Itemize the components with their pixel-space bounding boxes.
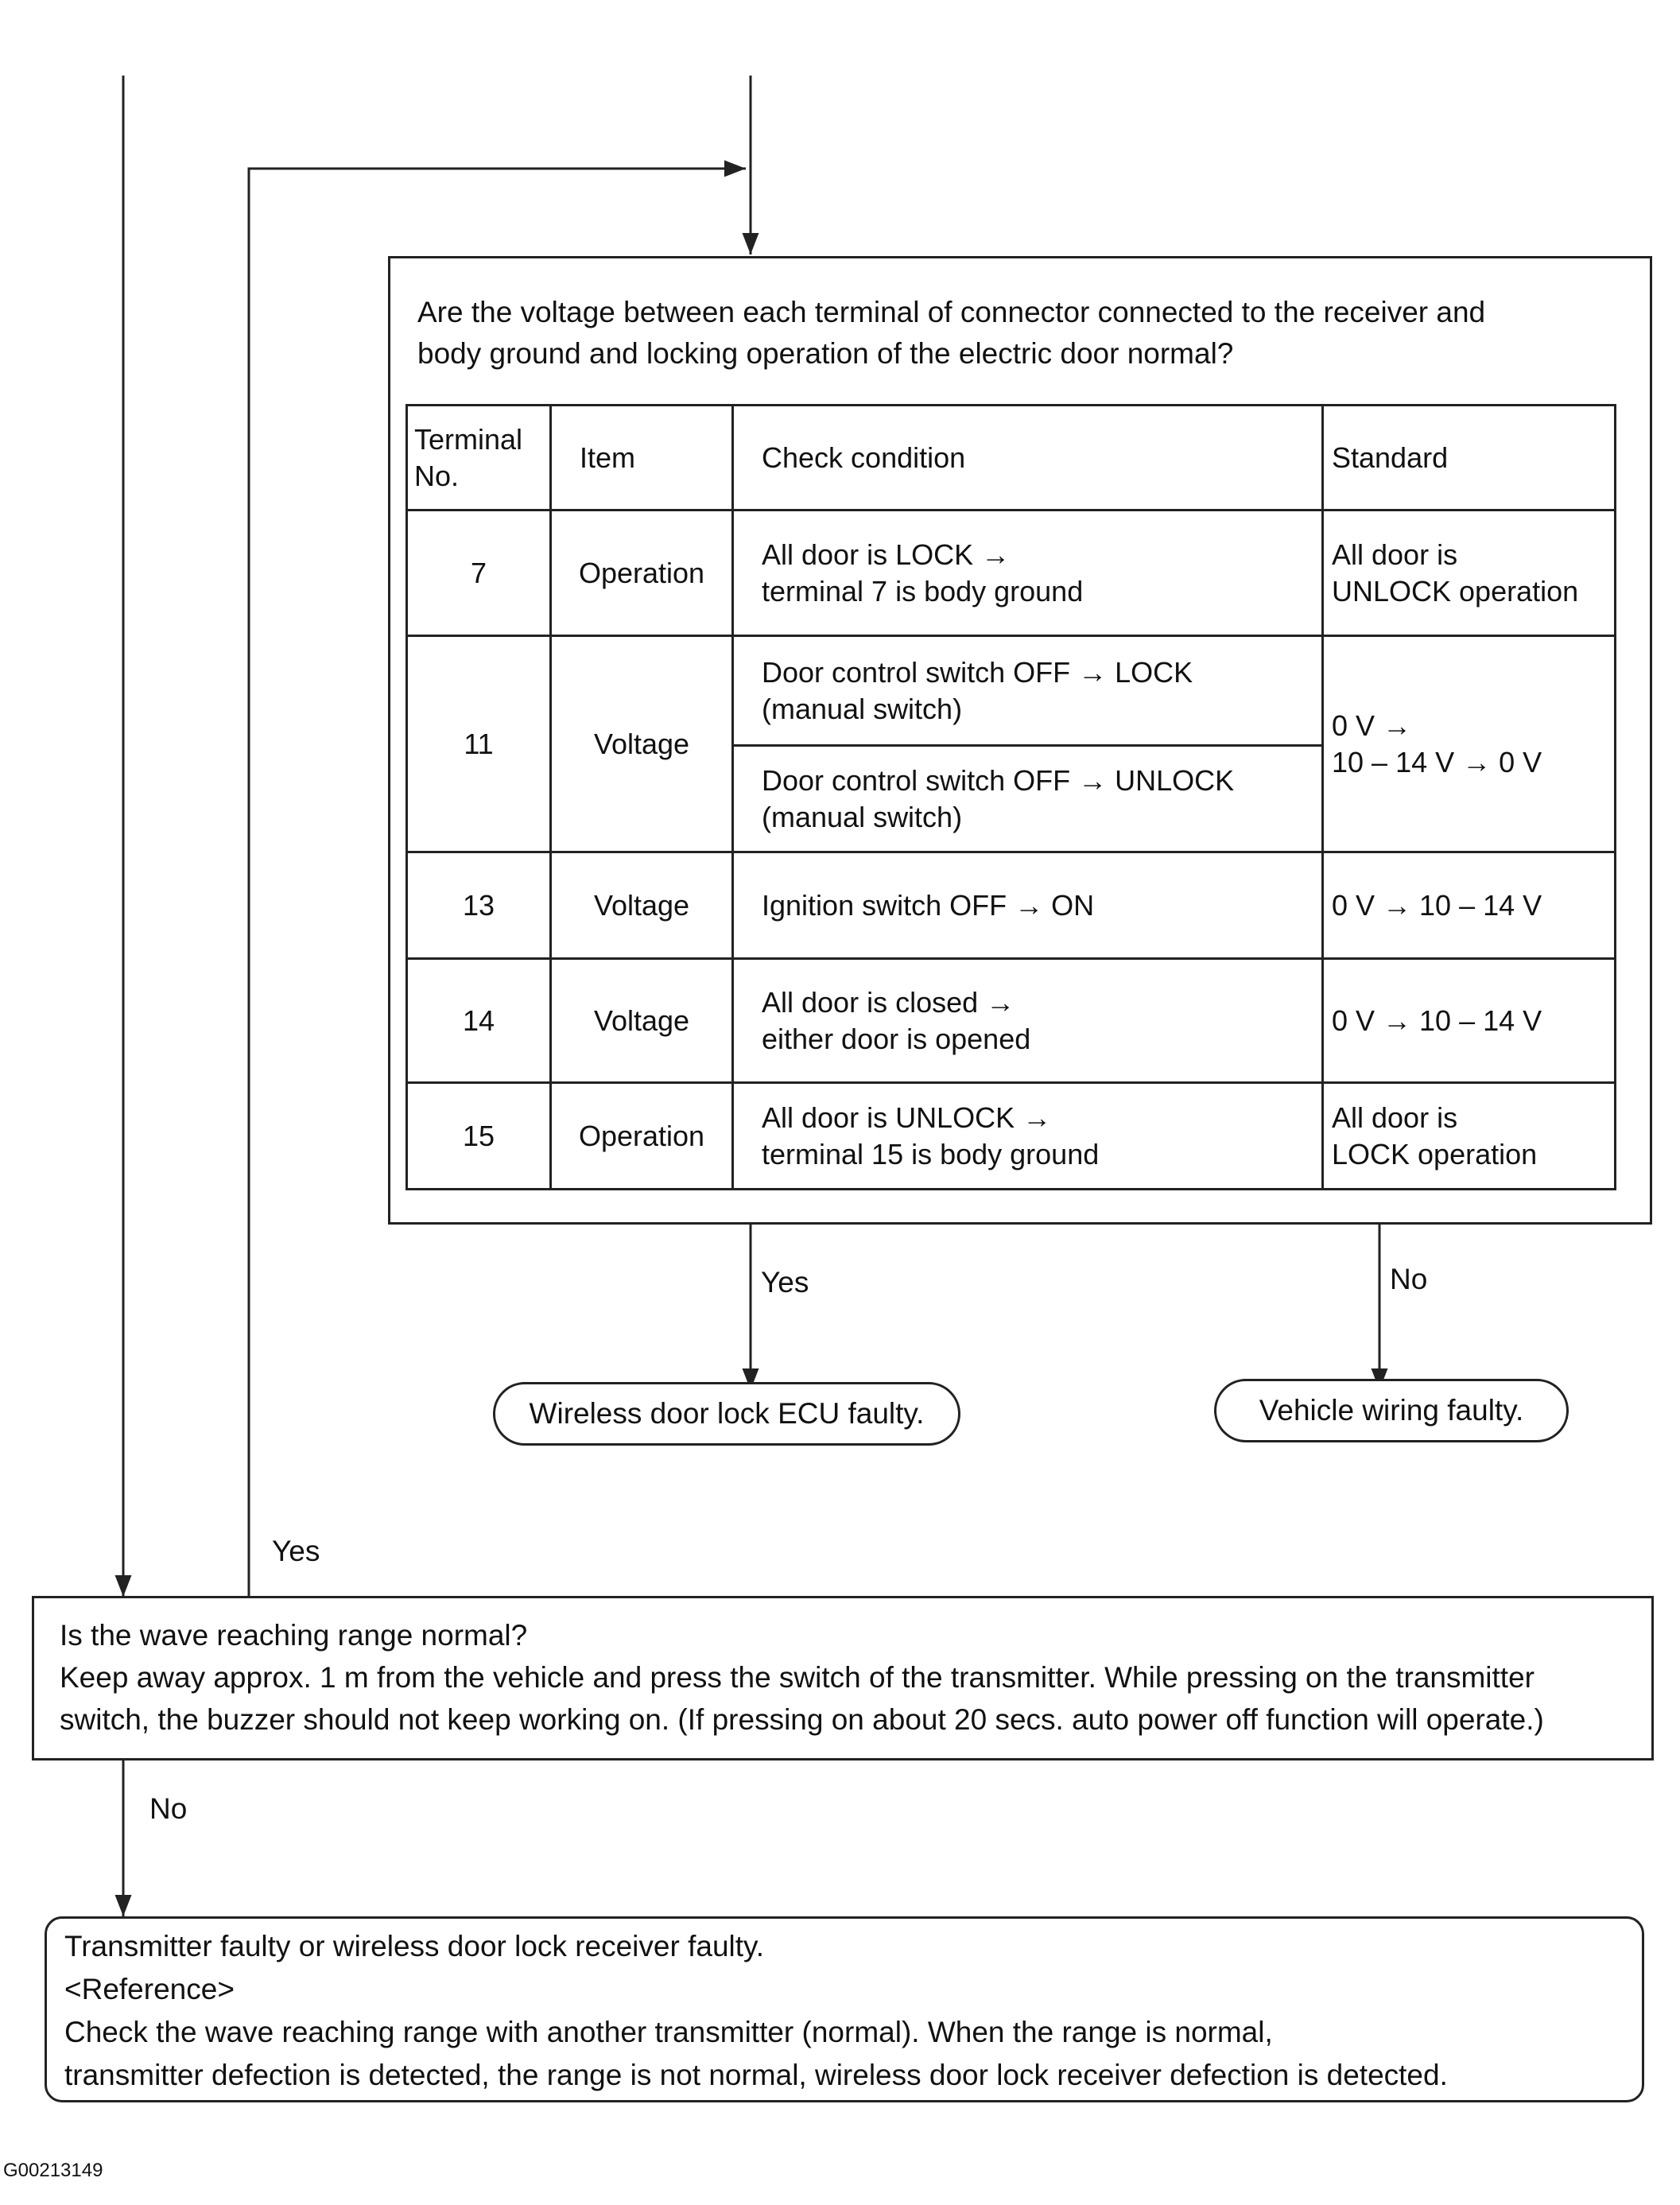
condition-line: All door is LOCK → <box>762 538 1011 571</box>
item-cell: Operation <box>549 1081 734 1190</box>
condition-line: All door is closed → <box>762 985 1015 1019</box>
standard-line: 10 – 14 V → 0 V <box>1332 745 1542 778</box>
condition-line: Door control switch OFF → UNLOCK <box>762 763 1235 797</box>
header-standard: Standard <box>1321 404 1616 511</box>
header-check-condition: Check condition <box>731 404 1324 511</box>
table-row: 13 Voltage Ignition switch OFF → ON 0 V … <box>405 851 1616 960</box>
condition-line: terminal 7 is body ground <box>762 574 1084 608</box>
header-item: Item <box>549 404 734 511</box>
result-line: transmitter defection is detected, the r… <box>64 2059 1448 2091</box>
item-cell: Voltage <box>549 957 734 1084</box>
condition-line: (manual switch) <box>762 692 963 725</box>
standard-line: 0 V → 10 – 14 V <box>1332 1004 1542 1037</box>
result-line: <Reference> <box>64 1973 235 2005</box>
condition-cell: Door control switch OFF → LOCK (manual s… <box>731 635 1324 747</box>
condition-cell: All door is UNLOCK → terminal 15 is body… <box>731 1081 1324 1190</box>
wave-range-question-box: Is the wave reaching range normal? Keep … <box>32 1596 1654 1761</box>
figure-id: G00213149 <box>3 2160 103 2181</box>
wave-range-question: Is the wave reaching range normal? Keep … <box>60 1614 1650 1741</box>
table-header-row: Terminal No. Item Check condition Standa… <box>405 404 1616 511</box>
standard-cell: 0 V → 10 – 14 V <box>1321 957 1616 1084</box>
condition-cell: All door is closed → either door is open… <box>731 957 1324 1084</box>
standard-line: All door is <box>1332 1101 1458 1134</box>
condition-cell: All door is LOCK → terminal 7 is body gr… <box>731 509 1324 637</box>
result-text: Transmitter faulty or wireless door lock… <box>64 1925 1639 2097</box>
item-cell: Operation <box>549 509 734 637</box>
item-cell: Voltage <box>549 851 734 960</box>
standard-cell: All door is LOCK operation <box>1321 1081 1616 1190</box>
standard-line: 0 V → <box>1332 708 1412 742</box>
condition-line: either door is opened <box>762 1022 1031 1055</box>
transmitter-faulty-result: Transmitter faulty or wireless door lock… <box>45 1916 1644 2102</box>
table-row: 14 Voltage All door is closed → either d… <box>405 957 1616 1084</box>
table-row: 11 Voltage Door control switch OFF → LOC… <box>405 635 1616 853</box>
item-cell: Voltage <box>549 635 734 853</box>
result-line: Transmitter faulty or wireless door lock… <box>64 1930 765 1962</box>
terminal-cell: 11 <box>405 635 552 853</box>
standard-cell: All door is UNLOCK operation <box>1321 509 1616 637</box>
ecu-faulty-result: Wireless door lock ECU faulty. <box>493 1382 960 1446</box>
terminal-cell: 14 <box>405 957 552 1084</box>
terminal-cell: 15 <box>405 1081 552 1190</box>
terminal-cell: 13 <box>405 851 552 960</box>
result-line: Check the wave reaching range with anoth… <box>64 2016 1273 2048</box>
no-branch-label: No <box>1390 1263 1428 1295</box>
standard-line: UNLOCK operation <box>1332 574 1579 608</box>
wiring-faulty-result: Vehicle wiring faulty. <box>1214 1379 1569 1442</box>
table-row: 7 Operation All door is LOCK → terminal … <box>405 509 1616 637</box>
standard-line: LOCK operation <box>1332 1137 1538 1170</box>
yes-branch-label: Yes <box>761 1266 809 1299</box>
table-row: 15 Operation All door is UNLOCK → termin… <box>405 1081 1616 1190</box>
condition-cell: Door control switch OFF → UNLOCK (manual… <box>731 744 1324 853</box>
condition-line: Ignition switch OFF → ON <box>762 888 1095 922</box>
standard-cell: 0 V → 10 – 14 V <box>1321 851 1616 960</box>
table-row: Door control switch OFF → UNLOCK (manual… <box>407 744 1616 853</box>
condition-line: All door is UNLOCK → <box>762 1101 1052 1134</box>
terminal-cell: 7 <box>405 509 552 637</box>
yes-loop-label: Yes <box>272 1535 320 1567</box>
voltage-check-question: Are the voltage between each terminal of… <box>417 292 1642 375</box>
question-line: Are the voltage between each terminal of… <box>417 296 1486 328</box>
question-line: Keep away approx. 1 m from the vehicle a… <box>60 1661 1535 1694</box>
no-bottom-label: No <box>149 1792 188 1825</box>
yes-loop-line <box>247 160 746 1597</box>
condition-line: terminal 15 is body ground <box>762 1137 1100 1170</box>
standard-line: 0 V → 10 – 14 V <box>1332 888 1542 922</box>
condition-line: Door control switch OFF → LOCK <box>762 655 1193 689</box>
terminal-check-table: Terminal No. Item Check condition Standa… <box>405 404 1616 1190</box>
question-line: Is the wave reaching range normal? <box>60 1619 528 1652</box>
condition-cell: Ignition switch OFF → ON <box>731 851 1324 960</box>
condition-line: (manual switch) <box>762 800 963 833</box>
standard-cell: 0 V → 10 – 14 V → 0 V <box>1321 635 1616 853</box>
standard-line: All door is <box>1332 538 1458 571</box>
question-line: switch, the buzzer should not keep worki… <box>60 1703 1544 1736</box>
header-terminal-no: Terminal No. <box>405 404 552 511</box>
question-line: body ground and locking operation of the… <box>417 337 1234 370</box>
